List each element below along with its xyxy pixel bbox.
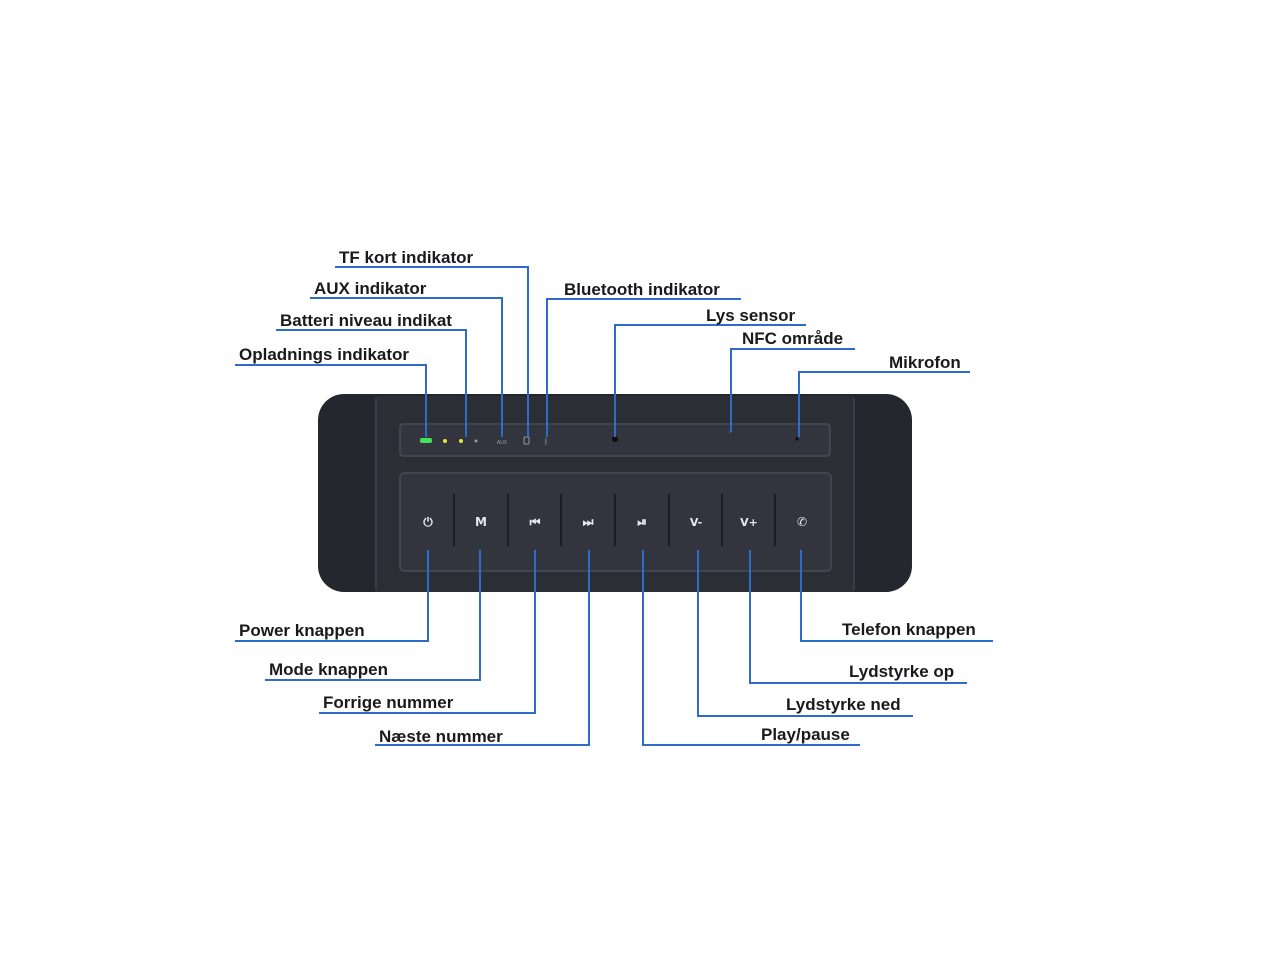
battery-led-1 <box>443 439 447 443</box>
label-next-track: Næste nummer <box>379 727 503 746</box>
label-battery-indicator: Batteri niveau indikat <box>280 311 452 330</box>
label-play-pause: Play/pause <box>761 725 850 744</box>
phone-icon[interactable]: ✆ <box>797 515 807 529</box>
leader-charging <box>235 364 427 437</box>
label-tf-card-indicator: TF kort indikator <box>339 248 474 267</box>
leader-bluetooth <box>546 298 741 437</box>
leader-volume-down <box>697 550 913 717</box>
aux-indicator-text: AUX <box>497 440 508 446</box>
charging-led <box>420 438 432 443</box>
volume-up-icon[interactable]: V+ <box>740 516 758 529</box>
leader-tf-card <box>335 266 529 437</box>
battery-led-3 <box>474 439 478 443</box>
speaker-body: AUX ᛒ ⏻ M ⏮ ⏭ ⏯ V- V+ ✆ <box>318 394 912 592</box>
leader-volume-up <box>749 550 967 684</box>
bluetooth-icon: ᛒ <box>544 437 549 446</box>
tf-card-icon <box>523 436 530 445</box>
label-bluetooth-indicator: Bluetooth indikator <box>564 280 720 299</box>
leader-previous <box>319 550 536 714</box>
leader-play-pause <box>642 550 860 746</box>
label-light-sensor: Lys sensor <box>706 306 796 325</box>
leader-power <box>235 550 429 642</box>
leader-battery <box>276 329 467 437</box>
leader-next <box>375 550 590 746</box>
label-volume-down: Lydstyrke ned <box>786 695 901 714</box>
leader-aux <box>310 297 503 437</box>
mode-icon[interactable]: M <box>475 515 487 529</box>
microphone-hole <box>795 437 799 441</box>
leader-light-sensor <box>614 324 806 437</box>
label-mode-button: Mode knappen <box>269 660 389 679</box>
power-icon[interactable]: ⏻ <box>423 515 433 529</box>
play-pause-icon[interactable]: ⏯ <box>637 515 647 529</box>
label-previous-track: Forrige nummer <box>323 693 454 712</box>
volume-down-icon[interactable]: V- <box>690 516 702 529</box>
leader-mode <box>265 550 481 681</box>
label-volume-up: Lydstyrke op <box>849 662 955 681</box>
leader-microphone <box>798 371 970 437</box>
label-phone-button: Telefon knappen <box>842 620 976 639</box>
label-power-button: Power knappen <box>239 621 365 640</box>
label-aux-indicator: AUX indikator <box>314 279 427 298</box>
battery-led-2 <box>459 439 463 443</box>
label-charging-indicator: Opladnings indikator <box>239 345 410 364</box>
light-sensor <box>612 436 618 442</box>
leader-phone <box>800 550 993 642</box>
label-microphone: Mikrofon <box>889 353 961 372</box>
label-nfc-area: NFC område <box>742 329 844 348</box>
previous-icon[interactable]: ⏮ <box>530 515 541 529</box>
leader-nfc <box>730 348 855 432</box>
next-icon[interactable]: ⏭ <box>583 515 594 529</box>
